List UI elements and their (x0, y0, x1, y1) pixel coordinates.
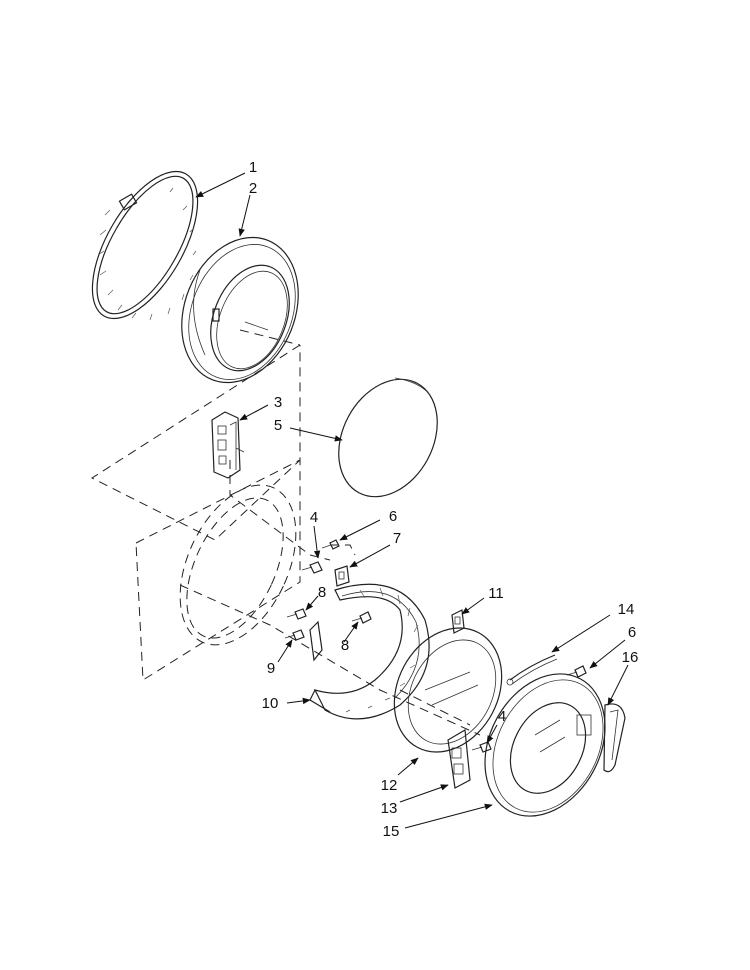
part-2-door-bellows (181, 236, 299, 384)
callout-15: 15 (383, 823, 400, 840)
screw-4-upper (301, 561, 323, 574)
callout-9: 9 (267, 660, 275, 677)
callout-2: 2 (249, 180, 257, 197)
part-16-door-handle (603, 703, 626, 773)
screw-8-left (286, 608, 307, 620)
callout-labels: 1 2 3 5 4 6 7 8 8 9 10 11 14 6 16 4 12 1… (249, 159, 639, 840)
callout-10: 10 (262, 695, 279, 712)
callout-14: 14 (618, 601, 635, 618)
callout-6-upper: 6 (389, 508, 397, 525)
callout-11: 11 (488, 585, 504, 602)
part-12-inner-glass (393, 627, 503, 753)
part-3-door-lock (211, 411, 245, 479)
part-7-bracket (334, 565, 350, 587)
callout-8-center: 8 (341, 637, 349, 654)
screw-6-upper (321, 539, 340, 550)
assembly-guide-lines (90, 329, 481, 736)
part-10-door-frame (309, 583, 430, 720)
screw-9 (284, 629, 305, 641)
callout-6-lower: 6 (628, 624, 636, 641)
part-13-hinge (447, 729, 471, 789)
part-1-bellows-clamp (91, 170, 199, 321)
callout-5: 5 (274, 417, 282, 434)
callout-8-left: 8 (318, 584, 326, 601)
callout-3: 3 (274, 394, 282, 411)
callout-13: 13 (381, 800, 398, 817)
front-panel-outline (179, 484, 297, 646)
callout-12: 12 (381, 777, 398, 794)
callout-7: 7 (393, 530, 401, 547)
callout-1: 1 (249, 159, 257, 176)
screw-8-center (351, 611, 372, 624)
screw-4-lower (471, 741, 492, 753)
part-5-door-glass (338, 377, 438, 498)
callout-4-lower: 4 (498, 708, 506, 725)
part-14-wire-harness (506, 654, 558, 686)
part-15-outer-door (484, 673, 606, 817)
callout-4-upper: 4 (310, 509, 318, 526)
callout-16: 16 (622, 649, 639, 666)
leader-lines (195, 172, 629, 829)
